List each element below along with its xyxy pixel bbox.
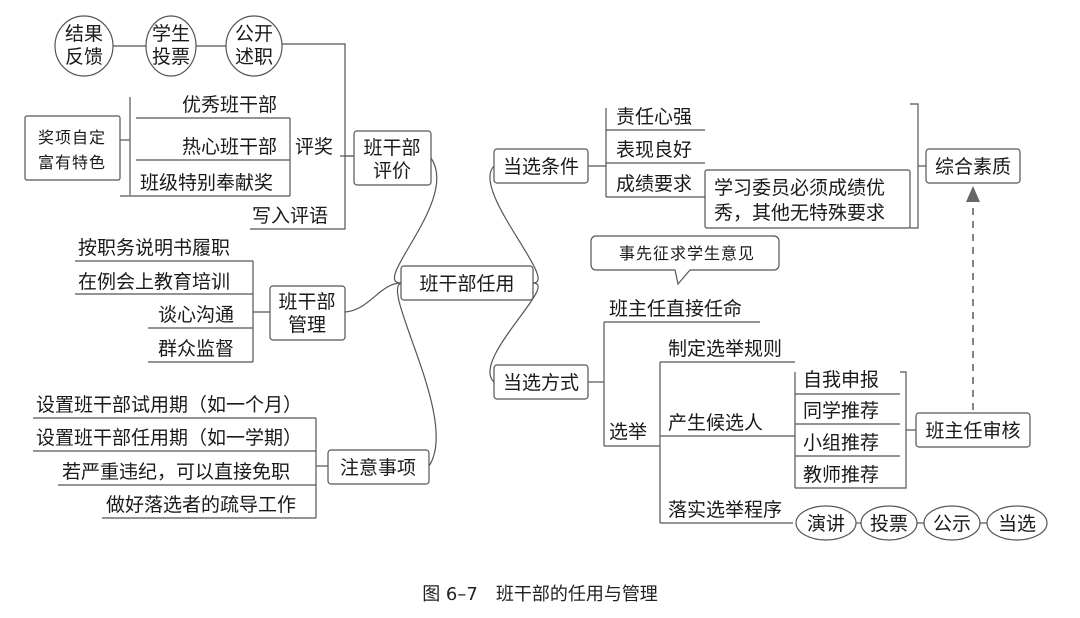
management-hub-line1: 班干部 bbox=[278, 291, 335, 313]
methods-hub-label: 当选方式 bbox=[503, 372, 579, 394]
summary-label: 综合素质 bbox=[935, 156, 1011, 178]
method-direct-appointment: 班主任直接任命 bbox=[609, 298, 742, 320]
award-item-special: 班级特别奉献奖 bbox=[140, 172, 273, 194]
award-note-line1: 奖项自定 bbox=[38, 128, 106, 147]
summary-node: 综合素质 bbox=[925, 148, 1021, 184]
notes-item-dismiss: 若严重违纪，可以直接免职 bbox=[62, 461, 290, 483]
grade-detail-line1: 学习委员必须成绩优 bbox=[714, 177, 885, 199]
center-label: 班干部任用 bbox=[419, 273, 514, 295]
arrow-head-icon bbox=[966, 186, 980, 202]
student-vote-line2: 投票 bbox=[152, 46, 190, 68]
review-arrow bbox=[966, 186, 980, 410]
step-vote: 投票 bbox=[860, 505, 918, 541]
step-speech-label: 演讲 bbox=[807, 513, 845, 535]
evaluation-hub-line2: 评价 bbox=[373, 160, 411, 182]
award-item-excellent: 优秀班干部 bbox=[182, 94, 277, 116]
public-report-line2: 述职 bbox=[235, 46, 273, 68]
election-candidates: 产生候选人 bbox=[668, 412, 763, 434]
connector-lines bbox=[33, 43, 988, 524]
grade-detail-box: 学习委员必须成绩优 秀，其他无特殊要求 bbox=[704, 169, 911, 229]
feedback-line2: 反馈 bbox=[65, 46, 103, 68]
callout-text: 事先征求学生意见 bbox=[619, 244, 755, 263]
method-election: 选举 bbox=[609, 421, 647, 443]
election-rules: 制定选举规则 bbox=[668, 338, 782, 360]
management-item-training: 在例会上教育培训 bbox=[78, 271, 230, 293]
step-speech: 演讲 bbox=[795, 505, 857, 541]
management-hub-line2: 管理 bbox=[288, 314, 326, 336]
election-procedure: 落实选举程序 bbox=[668, 499, 782, 521]
candidate-self: 自我申报 bbox=[803, 369, 879, 391]
condition-grades: 成绩要求 bbox=[616, 173, 692, 195]
notes-item-probation: 设置班干部试用期（如一个月） bbox=[36, 394, 302, 416]
evaluation-hub-line1: 班干部 bbox=[363, 137, 420, 159]
management-item-supervision: 群众监督 bbox=[158, 338, 234, 360]
award-label: 评奖 bbox=[295, 136, 333, 158]
management-hub: 班干部 管理 bbox=[269, 285, 346, 341]
figure-caption: 图 6–7 班干部的任用与管理 bbox=[422, 584, 658, 605]
notes-item-counsel: 做好落选者的疏导工作 bbox=[106, 494, 296, 516]
step-vote-label: 投票 bbox=[870, 513, 908, 535]
review-label: 班主任审核 bbox=[925, 420, 1020, 442]
feedback-line1: 结果 bbox=[65, 23, 103, 45]
management-item-duty: 按职务说明书履职 bbox=[78, 237, 230, 259]
notes-item-term: 设置班干部任用期（如一学期） bbox=[36, 427, 302, 449]
award-note-box: 奖项自定 富有特色 bbox=[24, 115, 121, 181]
public-report-line1: 公开 bbox=[235, 23, 273, 45]
methods-hub: 当选方式 bbox=[493, 364, 589, 400]
student-vote-circle: 学生 投票 bbox=[145, 15, 197, 77]
public-report-circle: 公开 述职 bbox=[225, 15, 283, 77]
candidate-classmate: 同学推荐 bbox=[803, 400, 879, 422]
notes-hub: 注意事项 bbox=[327, 449, 430, 485]
review-node: 班主任审核 bbox=[915, 412, 1031, 448]
grade-detail-line2: 秀，其他无特殊要求 bbox=[714, 202, 885, 224]
callout-bubble: 事先征求学生意见 bbox=[590, 235, 780, 286]
candidate-teacher: 教师推荐 bbox=[803, 464, 879, 486]
center-node: 班干部任用 bbox=[400, 265, 534, 301]
candidate-group: 小组推荐 bbox=[803, 432, 879, 454]
step-elected-label: 当选 bbox=[998, 513, 1036, 535]
conditions-hub: 当选条件 bbox=[493, 148, 589, 184]
feedback-circle: 结果 反馈 bbox=[54, 15, 114, 77]
management-item-talk: 谈心沟通 bbox=[158, 304, 234, 326]
conditions-hub-label: 当选条件 bbox=[503, 156, 579, 178]
award-item-enthusiastic: 热心班干部 bbox=[182, 136, 277, 158]
step-publicity-label: 公示 bbox=[933, 513, 971, 535]
student-vote-line1: 学生 bbox=[152, 23, 190, 45]
step-publicity: 公示 bbox=[923, 505, 981, 541]
step-elected: 当选 bbox=[986, 505, 1048, 541]
award-note-line2: 富有特色 bbox=[38, 153, 106, 172]
notes-hub-label: 注意事项 bbox=[340, 457, 416, 479]
write-comment: 写入评语 bbox=[252, 205, 328, 227]
condition-responsibility: 责任心强 bbox=[616, 106, 692, 128]
evaluation-hub: 班干部 评价 bbox=[353, 130, 432, 186]
condition-performance: 表现良好 bbox=[616, 139, 692, 161]
